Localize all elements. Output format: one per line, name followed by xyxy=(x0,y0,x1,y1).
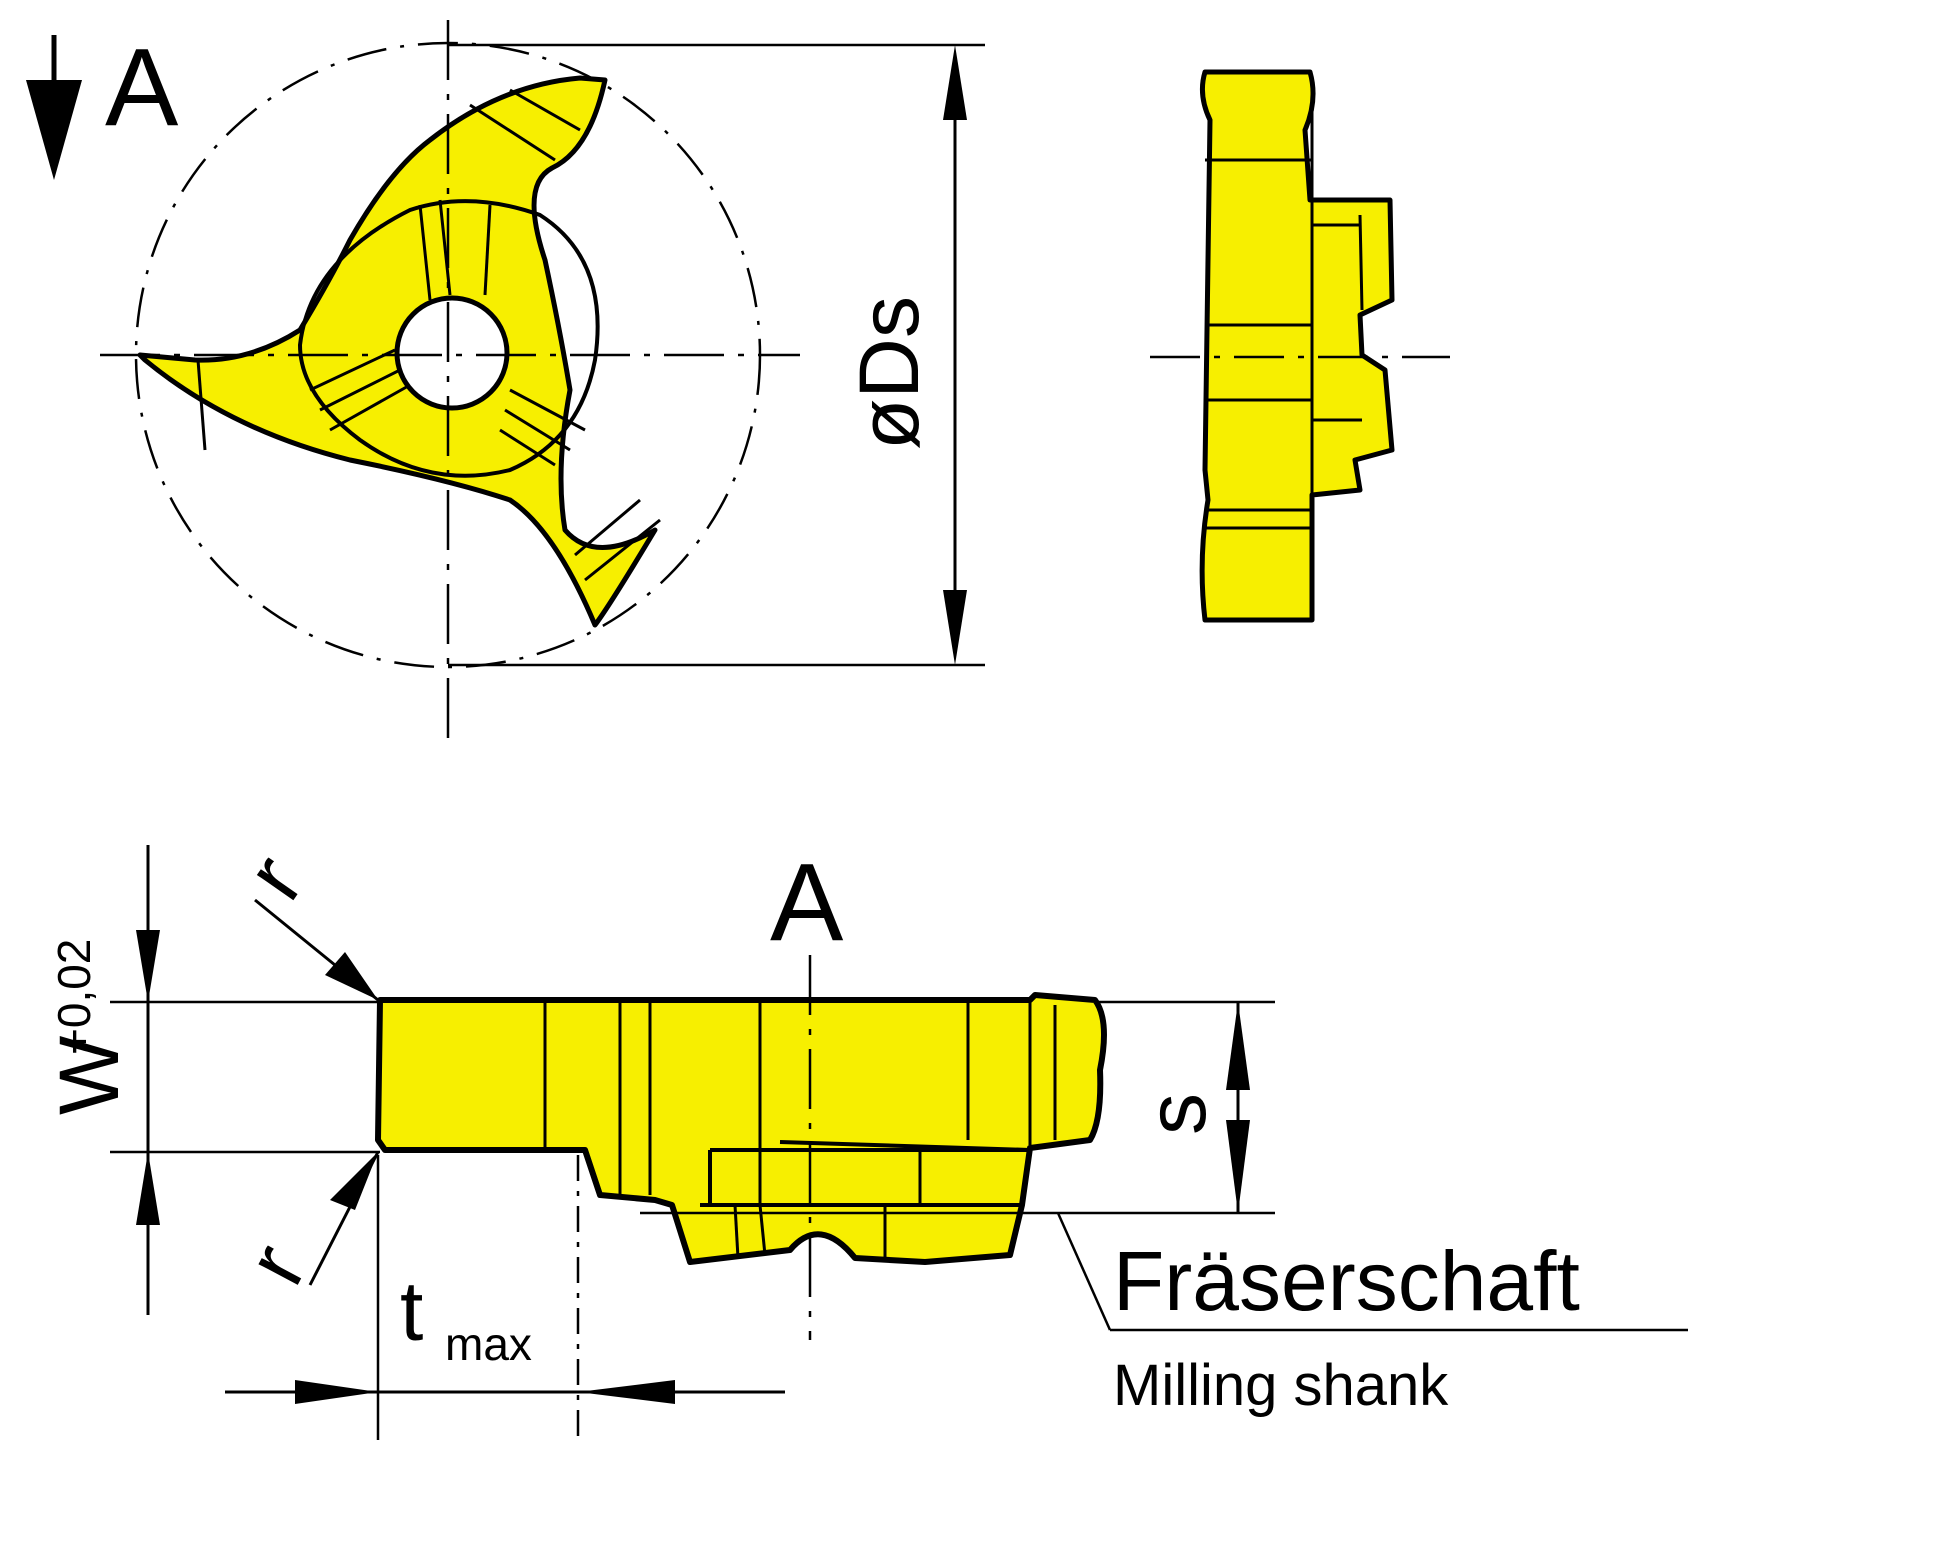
width-label: W xyxy=(42,1036,136,1115)
insert-side-body xyxy=(1199,69,1395,623)
diameter-label: øDs xyxy=(842,296,936,450)
depth-sub-label: max xyxy=(445,1318,532,1370)
radius-top-label: r xyxy=(228,838,321,915)
shank-label-en: Milling shank xyxy=(1113,1353,1449,1418)
view-direction-arrow-icon xyxy=(26,35,82,180)
thickness-label: s xyxy=(1129,1093,1223,1135)
insert-profile-body xyxy=(375,992,1107,1265)
profile-view: A W +0,02 r r xyxy=(42,838,1688,1440)
depth-label: t xyxy=(400,1264,423,1358)
shank-label-de: Fräserschaft xyxy=(1113,1234,1580,1328)
center-hole xyxy=(394,295,510,411)
view-label: A xyxy=(770,841,844,964)
front-view: A øDs xyxy=(26,20,985,750)
view-marker-label: A xyxy=(105,26,179,149)
radius-bottom-label: r xyxy=(228,1230,324,1299)
side-view xyxy=(1150,69,1450,623)
width-tolerance-label: +0,02 xyxy=(48,939,100,1055)
